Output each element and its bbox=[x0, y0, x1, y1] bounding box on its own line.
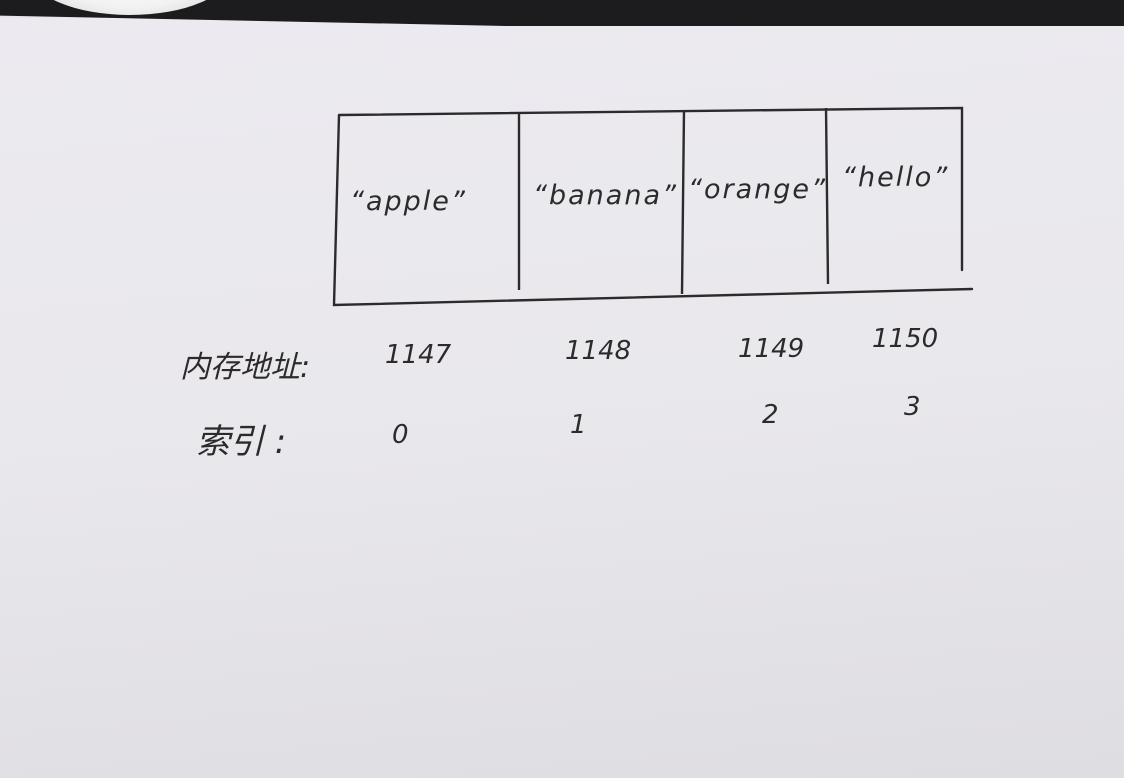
index-3: 3 bbox=[904, 392, 921, 422]
array-box-outline bbox=[332, 106, 974, 307]
address-3: 1150 bbox=[872, 324, 939, 354]
cell-divider-2 bbox=[680, 109, 686, 295]
index-0: 0 bbox=[392, 420, 409, 450]
cell-value-3: “hello” bbox=[842, 162, 950, 193]
cell-value-2: “orange” bbox=[688, 174, 828, 205]
index-2: 2 bbox=[762, 400, 779, 430]
address-0: 1147 bbox=[385, 340, 452, 370]
cell-divider-3 bbox=[824, 107, 830, 285]
cell-value-0: “apple” bbox=[350, 186, 467, 217]
address-1: 1148 bbox=[565, 336, 632, 366]
address-2: 1149 bbox=[738, 334, 805, 364]
paper-sheet bbox=[0, 18, 1124, 778]
address-label: 内存地址: bbox=[180, 350, 311, 385]
index-1: 1 bbox=[570, 410, 587, 440]
cell-value-1: “banana” bbox=[533, 180, 678, 211]
index-label: 索引 : bbox=[196, 422, 287, 462]
